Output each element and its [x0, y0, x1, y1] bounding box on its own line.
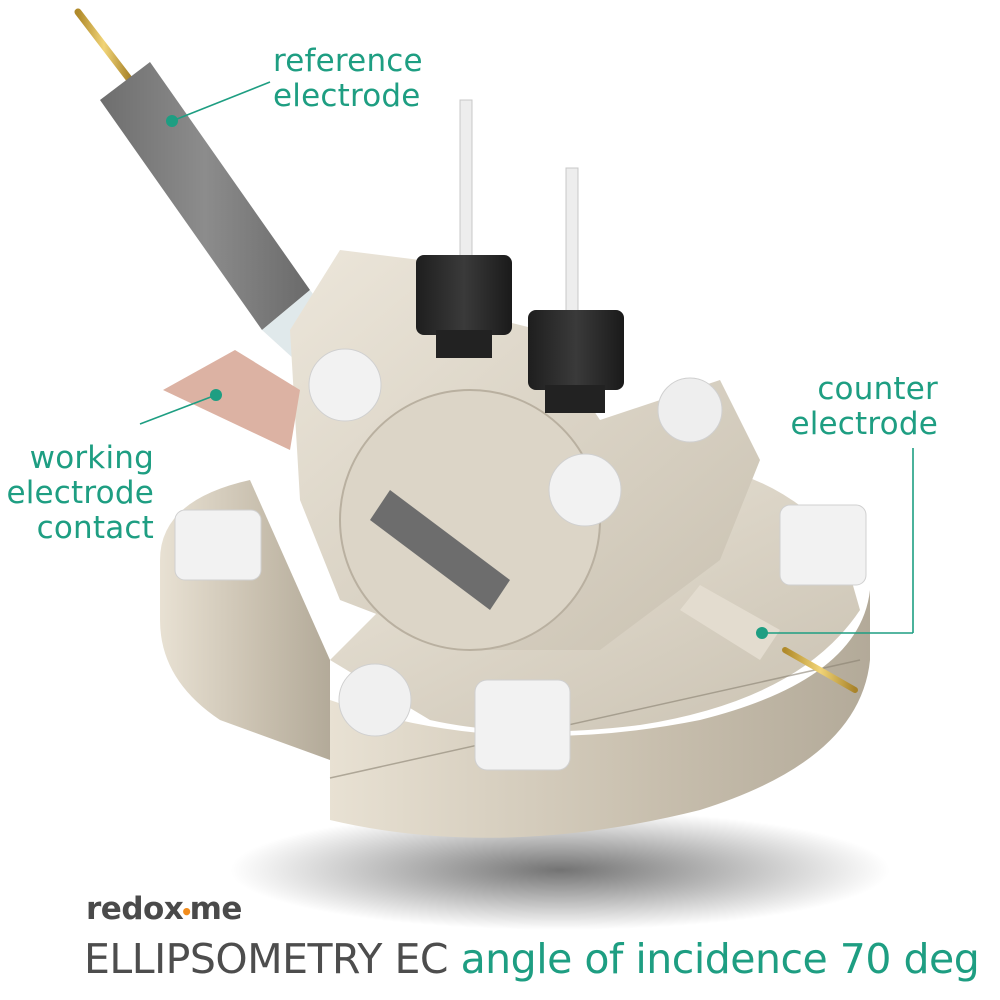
product-title: ELLIPSOMETRY EC angle of incidence 70 de… — [84, 935, 980, 983]
thumb-screw — [779, 504, 867, 586]
redoxme-logo: redox•me — [86, 891, 242, 927]
reference-electrode-label: reference electrode — [273, 43, 423, 114]
counter-electrode-label: counter electrode — [790, 371, 938, 442]
logo-dot: • — [180, 900, 193, 924]
callout-counter — [756, 448, 914, 639]
callout-reference — [166, 81, 271, 127]
ground-shadow — [230, 810, 890, 930]
product-description: angle of incidence 70 deg — [460, 935, 980, 983]
thumb-screw — [548, 453, 622, 527]
product-name: ELLIPSOMETRY EC — [84, 935, 449, 983]
cell-body — [290, 250, 760, 651]
black-knob-2 — [528, 167, 624, 413]
black-knob-1 — [416, 99, 512, 358]
callout-working — [139, 389, 222, 425]
thumb-screw — [338, 663, 412, 737]
working-electrode-contact-label: working electrode contact — [6, 440, 154, 546]
counter-electrode — [680, 585, 858, 693]
thumb-screw — [657, 377, 723, 443]
thumb-screw — [174, 509, 262, 581]
thumb-screw — [474, 679, 571, 771]
thumb-screw — [308, 348, 382, 422]
working-electrode-plate — [163, 350, 300, 450]
